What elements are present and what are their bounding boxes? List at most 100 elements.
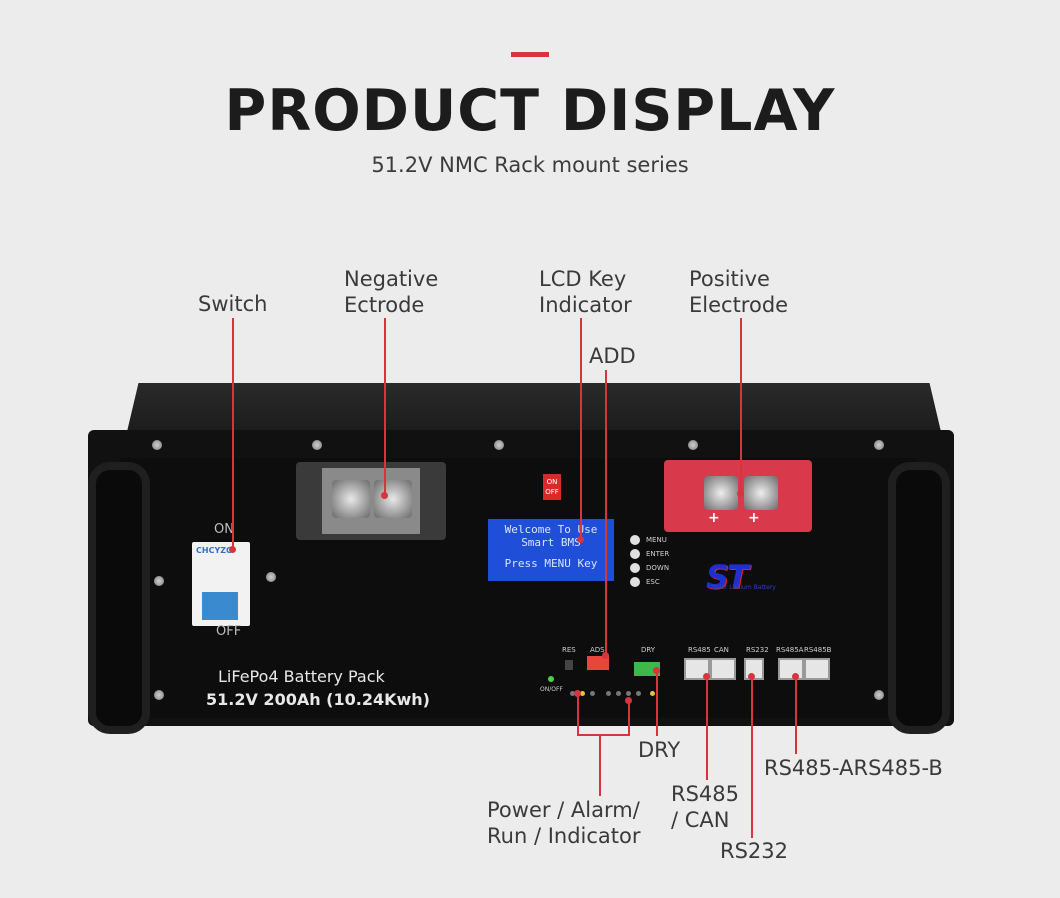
- lcd-line: Press MENU Key: [504, 557, 598, 570]
- terminal-bolt: [374, 480, 412, 518]
- leader-dot: [381, 492, 388, 499]
- leader-line-negative: [384, 318, 386, 496]
- lcd-line: Smart BMS: [521, 536, 581, 549]
- leader-line-dry: [656, 670, 658, 736]
- indicator-led: [650, 691, 655, 696]
- circuit-breaker: CHCYZO: [192, 542, 250, 626]
- power-button: ON OFF: [543, 474, 561, 500]
- callout-power-alarm-run-indicator: Power / Alarm/ Run / Indicator: [487, 798, 641, 848]
- port-label: RES: [562, 646, 576, 654]
- reset-button: [565, 660, 573, 670]
- port-label: RS232: [746, 646, 769, 654]
- brand-logo-subtitle: Solar Lithium Battery: [712, 584, 776, 591]
- leader-dot: [602, 652, 609, 659]
- callout-positive-electrode: Positive Electrode: [689, 267, 789, 317]
- breaker-brand: CHCYZO: [196, 546, 233, 555]
- enter-key: [630, 549, 640, 559]
- lcd-screen: Welcome To Use Smart BMS Press MENU Key: [488, 519, 614, 581]
- port-label: ON/OFF: [540, 686, 563, 693]
- leader-dot: [653, 667, 660, 674]
- leader-dot: [748, 673, 755, 680]
- leader-dot: [737, 490, 744, 497]
- screw: [154, 576, 164, 586]
- pack-name: LiFePo4 Battery Pack: [218, 667, 385, 686]
- screw: [874, 440, 884, 450]
- leader-line-rs485-ab: [795, 676, 797, 754]
- port-label: CAN: [714, 646, 729, 654]
- screw: [266, 572, 276, 582]
- indicator-led: [626, 691, 631, 696]
- key-label: ENTER: [646, 550, 670, 558]
- indicator-led: [590, 691, 595, 696]
- negative-terminal: [296, 462, 446, 540]
- leader-line-positive: [740, 318, 742, 494]
- key-label: MENU: [646, 536, 667, 544]
- leader-line-power: [599, 734, 601, 796]
- port-label: RS485B: [804, 646, 832, 654]
- breaker-off-label: OFF: [216, 624, 242, 639]
- indicator-led: [616, 691, 621, 696]
- callout-dry: DRY: [638, 738, 681, 762]
- menu-key: [630, 535, 640, 545]
- rs485a-port: [778, 658, 804, 680]
- page-subtitle: 51.2V NMC Rack mount series: [371, 153, 689, 177]
- port-label: RS485A: [776, 646, 804, 654]
- leader-dot: [574, 690, 581, 697]
- key-label: ESC: [646, 578, 660, 586]
- callout-add: ADD: [589, 344, 636, 368]
- screw: [494, 440, 504, 450]
- leader-dot: [703, 673, 710, 680]
- callout-lcd-key-indicator: LCD Key Indicator: [539, 267, 632, 317]
- leader-line-rs485-can: [706, 676, 708, 780]
- lcd-line: Welcome To Use: [504, 523, 598, 536]
- callout-switch: Switch: [198, 292, 268, 316]
- leader-dot: [229, 546, 236, 553]
- right-handle: [888, 462, 950, 734]
- terminal-bolt: [332, 480, 370, 518]
- port-label: ADS: [590, 646, 605, 654]
- accent-bar: [511, 52, 549, 57]
- leader-line-lcd: [580, 318, 582, 540]
- callout-rs485-can: RS485 / CAN: [671, 782, 740, 832]
- rs485b-port: [804, 658, 830, 680]
- status-led: [548, 676, 554, 682]
- left-handle: [88, 462, 150, 734]
- leader-line-power: [577, 734, 630, 736]
- port-label: DRY: [641, 646, 656, 654]
- breaker-on-label: ON: [214, 522, 234, 537]
- screw: [688, 440, 698, 450]
- breaker-lever: [202, 592, 238, 620]
- leader-line-add: [605, 370, 607, 656]
- callout-rs485-ab: RS485-ARS485-B: [764, 756, 943, 780]
- terminal-bolt: [704, 476, 738, 510]
- screw: [154, 690, 164, 700]
- esc-key: [630, 577, 640, 587]
- leader-line-rs232: [751, 676, 753, 838]
- page-title: PRODUCT DISPLAY: [224, 78, 836, 144]
- plus-icon: +: [708, 510, 720, 526]
- indicator-led: [636, 691, 641, 696]
- port-label: RS485: [688, 646, 711, 654]
- leader-dot: [625, 697, 632, 704]
- leader-line-switch: [232, 318, 234, 550]
- indicator-led: [606, 691, 611, 696]
- plus-icon: +: [748, 510, 760, 526]
- leader-dot: [577, 536, 584, 543]
- key-label: DOWN: [646, 564, 670, 572]
- leader-dot: [792, 673, 799, 680]
- indicator-led: [570, 691, 575, 696]
- screw: [152, 440, 162, 450]
- down-key: [630, 563, 640, 573]
- callout-rs232: RS232: [720, 839, 789, 863]
- screw: [874, 690, 884, 700]
- callout-negative-electrode: Negative Ectrode: [344, 267, 439, 317]
- leader-line-power: [577, 694, 579, 736]
- indicator-led: [580, 691, 585, 696]
- screw: [312, 440, 322, 450]
- can-port: [710, 658, 736, 680]
- address-dip-switch: [587, 656, 609, 670]
- terminal-bolt: [744, 476, 778, 510]
- pack-spec: 51.2V 200Ah (10.24Kwh): [206, 690, 430, 709]
- leader-line-power: [628, 700, 630, 736]
- brand-logo: ST: [706, 558, 749, 596]
